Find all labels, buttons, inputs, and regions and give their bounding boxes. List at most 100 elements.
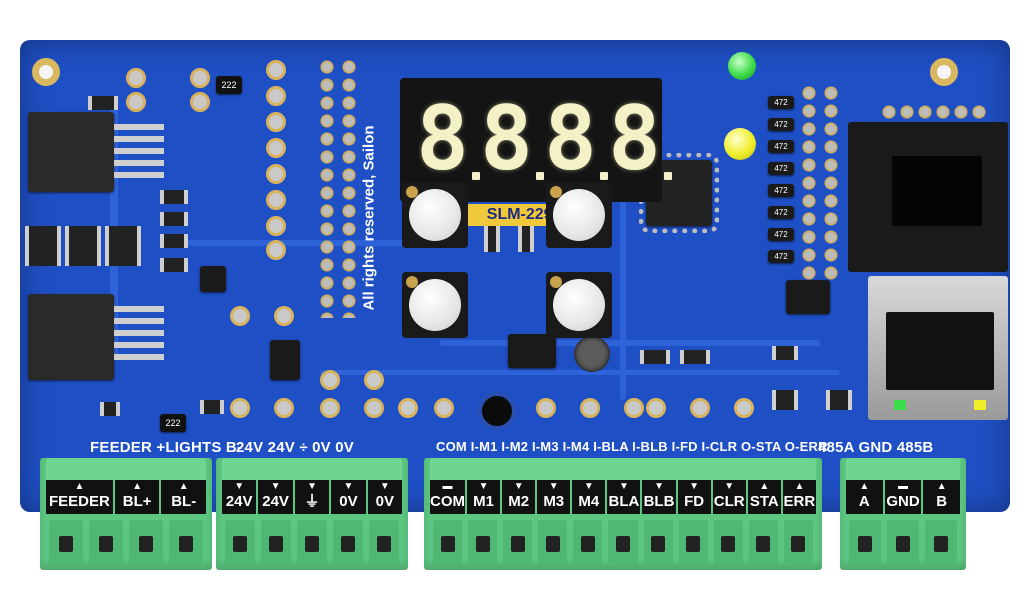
jack-opening (886, 312, 994, 390)
screw-terminal[interactable] (713, 520, 743, 564)
screw-terminal[interactable] (369, 520, 399, 564)
diode (826, 390, 852, 410)
diode (772, 390, 798, 410)
rj45-jack[interactable] (868, 276, 1008, 420)
copyright-text: All rights reserved, Sailon (360, 125, 378, 311)
display-digit: 8 (608, 87, 672, 190)
terminal-labels: ▲FEEDER ▲BL+ ▲BL- (46, 480, 206, 514)
push-button-top-left[interactable] (402, 182, 468, 248)
pin-arrow-icon: ▲ (74, 481, 85, 492)
pad (266, 216, 286, 236)
terminal-pin: ▲STA (748, 480, 783, 514)
pin-label: 24V (262, 493, 289, 510)
led-green (728, 52, 756, 80)
terminal-tab (222, 458, 402, 480)
ground-icon: ⏚ (304, 493, 320, 510)
screw-terminal[interactable] (783, 520, 814, 564)
pin-label: M1 (473, 493, 494, 510)
component-code: 472 (768, 140, 794, 153)
display-digit: 8 (480, 87, 544, 190)
copyright-label: All rights reserved, Sailon (350, 98, 388, 338)
pad (734, 398, 754, 418)
push-button-bottom-left[interactable] (402, 272, 468, 338)
screw-terminal[interactable] (468, 520, 498, 564)
screw-terminal[interactable] (129, 520, 163, 564)
pad (126, 68, 146, 88)
screw-terminal[interactable] (573, 520, 603, 564)
resistor (640, 350, 670, 364)
terminal-pin: ▲FEEDER (46, 480, 115, 514)
pin-label: A (858, 493, 870, 510)
pad (624, 398, 644, 418)
resistor (680, 350, 710, 364)
screw-terminal[interactable] (643, 520, 673, 564)
terminal-block-rs485: ▲A ▬GND ▲B (840, 458, 966, 570)
screw-terminal[interactable] (849, 520, 881, 564)
resistor (160, 190, 188, 204)
pin-label: FEEDER (49, 493, 110, 510)
screw-terminal[interactable] (433, 520, 463, 564)
pin-header (798, 84, 842, 284)
terminal-pin: ▼0V (331, 480, 368, 514)
screw-terminal[interactable] (89, 520, 123, 564)
screw-terminal[interactable] (49, 520, 83, 564)
terminal-tab (430, 458, 816, 480)
button-cap (553, 189, 605, 241)
pin-label: M4 (578, 493, 600, 510)
pin-arrow-icon: ▼ (379, 481, 390, 492)
terminal-block-feeder: ▲FEEDER ▲BL+ ▲BL- (40, 458, 212, 570)
pad (266, 164, 286, 184)
power-mosfet (28, 112, 114, 192)
pad (434, 398, 454, 418)
component-code: 472 (768, 162, 794, 175)
capacitor (100, 402, 120, 416)
screw-terminal[interactable] (297, 520, 327, 564)
pin-label: CLR (713, 493, 745, 510)
terminal-pin: ▼M1 (467, 480, 503, 514)
push-button-top-right[interactable] (546, 182, 612, 248)
pin-label: M2 (508, 493, 530, 510)
push-button-bottom-right[interactable] (546, 272, 612, 338)
terminal-pin: ▲B (923, 480, 960, 514)
screw-terminal[interactable] (261, 520, 291, 564)
screw-terminal[interactable] (225, 520, 255, 564)
screw-terminal[interactable] (503, 520, 533, 564)
rj11-jack[interactable] (848, 122, 1008, 272)
pad (190, 68, 210, 88)
led-link (894, 400, 906, 410)
component-code: 472 (768, 250, 794, 263)
regulator (270, 340, 300, 380)
component-code: 222 (160, 414, 186, 432)
terminal-pin: ▼M4 (572, 480, 608, 514)
silk-label-power: 24V 24V ÷ 0V 0V (236, 439, 354, 456)
screw-row (222, 520, 402, 564)
terminal-pin: ▼BLB (642, 480, 678, 514)
trace (620, 140, 626, 400)
pin-label: STA (749, 493, 779, 510)
pad (398, 398, 418, 418)
pin-arrow-icon: ▼ (689, 481, 700, 492)
capacitor (200, 400, 224, 414)
button-cap (553, 279, 605, 331)
screw-terminal[interactable] (333, 520, 363, 564)
inductor (65, 226, 101, 266)
component-code: 472 (768, 96, 794, 109)
screw-terminal[interactable] (169, 520, 203, 564)
screw-terminal[interactable] (538, 520, 568, 564)
pad (126, 92, 146, 112)
resistor (160, 212, 188, 226)
display-digit: 8 (544, 87, 608, 190)
pin-arrow-icon: ▼ (583, 481, 594, 492)
terminal-pin: ▲A (846, 480, 885, 514)
screw-terminal[interactable] (678, 520, 708, 564)
screw-terminal[interactable] (748, 520, 778, 564)
screw-terminal[interactable] (925, 520, 957, 564)
pad (580, 398, 600, 418)
terminal-pin: ▬GND (885, 480, 924, 514)
screw-terminal[interactable] (608, 520, 638, 564)
terminal-labels: ▲A ▬GND ▲B (846, 480, 960, 514)
resistor (160, 258, 188, 272)
pin-arrow-icon: ▼ (343, 481, 354, 492)
button-cap (409, 189, 461, 241)
screw-terminal[interactable] (887, 520, 919, 564)
